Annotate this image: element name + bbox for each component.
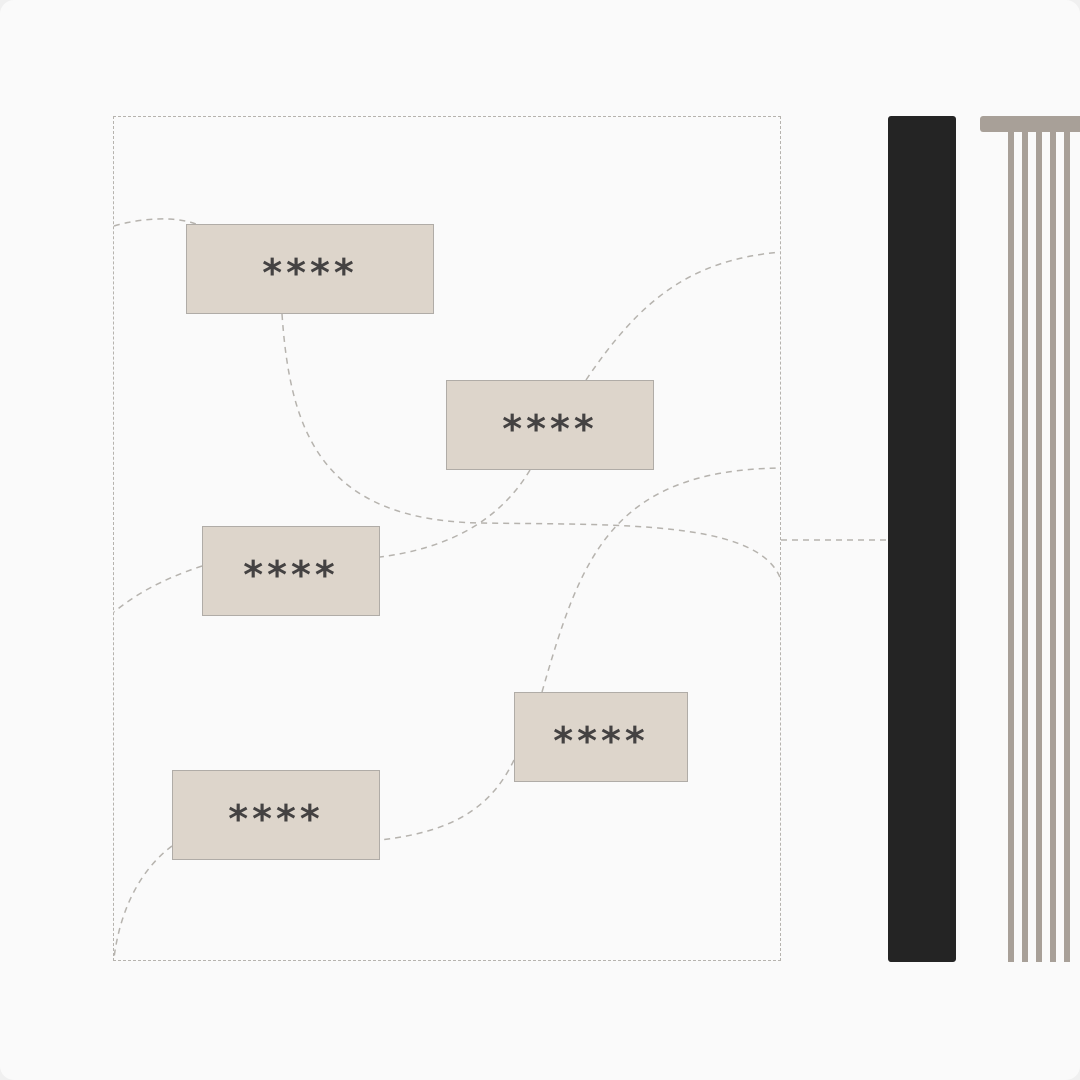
- black-bar: [888, 116, 956, 962]
- connector-node2-node3: [379, 469, 531, 558]
- diagram-node[interactable]: ****: [446, 380, 654, 470]
- comb-tooth: [1050, 130, 1056, 962]
- connector-node1-right-exit: [281, 313, 782, 581]
- comb-top-rail: [980, 116, 1080, 132]
- comb-tooth: [1036, 130, 1042, 962]
- comb-tooth: [1022, 130, 1028, 962]
- connector-node5-bottom-left: [113, 845, 173, 959]
- comb-tooth: [1064, 130, 1070, 962]
- diagram-node[interactable]: ****: [514, 692, 688, 782]
- dashed-frame: [113, 116, 781, 961]
- diagram-node[interactable]: ****: [202, 526, 380, 616]
- connector-node3-left: [113, 565, 203, 613]
- connector-node4-top-right: [541, 467, 782, 693]
- comb-tooth: [1008, 130, 1014, 962]
- connector-node2-top-right: [585, 251, 782, 381]
- diagram-node[interactable]: ****: [172, 770, 380, 860]
- diagram-node[interactable]: ****: [186, 224, 434, 314]
